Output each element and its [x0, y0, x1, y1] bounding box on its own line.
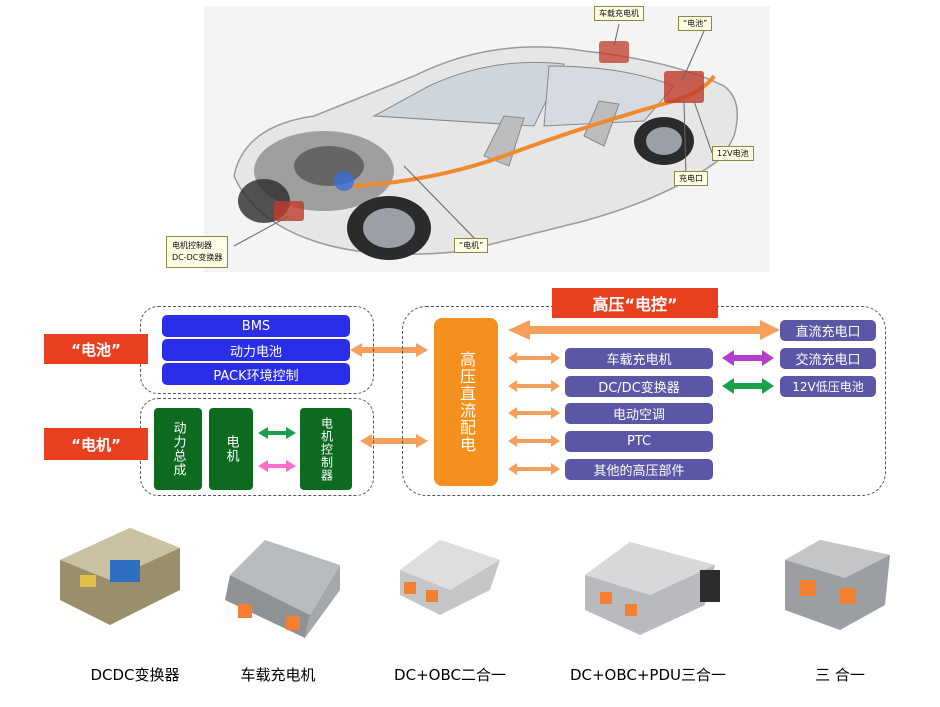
component-ptc: PTC	[565, 431, 713, 452]
caption-obc: 车载充电机	[240, 666, 316, 684]
product-dc-obc-pdu-image	[585, 542, 720, 635]
component-dcdc: DC/DC变换器	[565, 376, 713, 397]
callout-motor-controller-dcdc: 电机控制器 DC-DC变换器	[166, 236, 229, 268]
dcdc-12v-arrow	[722, 378, 774, 394]
pack-env-control-block: PACK环境控制	[162, 363, 350, 385]
motor-pdu-arrow	[360, 434, 428, 448]
motor-label: “电机”	[44, 428, 148, 460]
hv-dc-distribution-block: 高压直流配电	[434, 318, 498, 486]
product-three-in-one-image	[785, 540, 890, 630]
battery-label: “电池”	[44, 334, 148, 364]
callout-obc: 车载充电机	[594, 6, 644, 21]
obc-ac-port-arrow	[722, 350, 774, 366]
callout-dcdc: DC-DC变换器	[172, 253, 223, 262]
power-battery-block: 动力电池	[162, 339, 350, 361]
callout-motor: “电机”	[454, 238, 489, 253]
hv-control-title: 高压“电控”	[552, 288, 718, 318]
component-ac: 电动空调	[565, 403, 713, 424]
motor-controller-block: 电机控制器	[300, 408, 352, 490]
caption-dc-obc: DC+OBC二合一	[394, 666, 506, 684]
product-dcdc-image	[60, 528, 180, 625]
caption-dc-obc-pdu: DC+OBC+PDU三合一	[569, 666, 727, 684]
motor-pink-arrow	[258, 460, 296, 472]
port-ac-charging: 交流充电口	[780, 348, 876, 369]
callout-12v-battery: 12V电池	[712, 146, 754, 161]
motor-block: 电机	[209, 408, 253, 490]
pdu-component-arrows	[508, 352, 560, 475]
car-drawing	[204, 6, 770, 272]
port-12v-battery: 12V低压电池	[780, 376, 876, 397]
product-dc-obc-image	[400, 540, 500, 615]
component-other-hv: 其他的高压部件	[565, 459, 713, 480]
motor-green-arrow	[258, 427, 296, 439]
port-dc-charging: 直流充电口	[780, 320, 876, 341]
callout-charge-port: 充电口	[674, 171, 708, 186]
battery-pdu-arrow	[350, 343, 428, 357]
callout-motor-controller: 电机控制器	[172, 241, 212, 250]
callout-battery: “电池”	[678, 16, 713, 31]
car-cutaway-illustration: 车载充电机 “电池” 12V电池 充电口 “电机” 电机控制器 DC-DC变换器	[166, 6, 770, 272]
caption-dcdc: DCDC变换器	[90, 666, 180, 684]
powertrain-assembly-block: 动力总成	[154, 408, 202, 490]
product-images	[60, 528, 890, 638]
bms-block: BMS	[162, 315, 350, 337]
product-obc-image	[225, 540, 340, 638]
hv-top-arrow	[508, 320, 780, 340]
caption-three-in-one: 三 合一	[815, 666, 865, 684]
component-obc: 车载充电机	[565, 348, 713, 369]
diagram-arrows	[258, 320, 780, 475]
